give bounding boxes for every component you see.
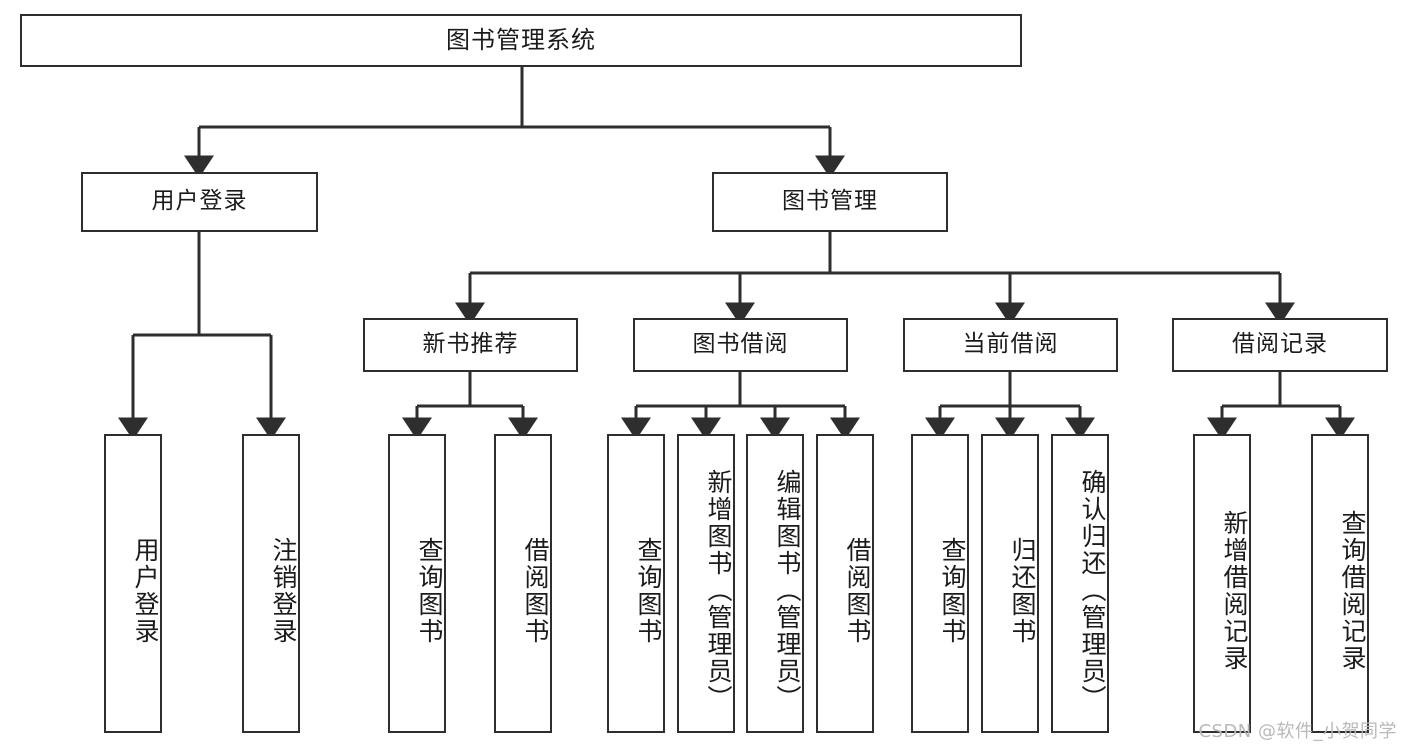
node-book-management[interactable]: 图书管理 xyxy=(712,172,948,232)
node-new-book-recommend[interactable]: 新书推荐 xyxy=(363,318,578,372)
node-book-borrow[interactable]: 图书借阅 xyxy=(633,318,848,372)
leaf-borrow-add-book-admin[interactable]: 新增图书（管理员） xyxy=(677,434,735,733)
leaf-user-login-logout[interactable]: 注销登录 xyxy=(242,434,300,733)
leaf-current-query-books[interactable]: 查询图书 xyxy=(911,434,969,733)
node-current-borrow[interactable]: 当前借阅 xyxy=(903,318,1118,372)
node-user-login[interactable]: 用户登录 xyxy=(81,172,318,232)
leaf-current-return-books[interactable]: 归还图书 xyxy=(981,434,1039,733)
node-root-book-management-system[interactable]: 图书管理系统 xyxy=(20,14,1022,67)
node-borrow-records[interactable]: 借阅记录 xyxy=(1172,318,1388,372)
leaf-new-book-query-books[interactable]: 查询图书 xyxy=(388,434,446,733)
leaf-records-add-record[interactable]: 新增借阅记录 xyxy=(1193,434,1251,733)
leaf-borrow-edit-book-admin[interactable]: 编辑图书（管理员） xyxy=(746,434,804,733)
leaf-borrow-query-books[interactable]: 查询图书 xyxy=(607,434,665,733)
leaf-user-login-login[interactable]: 用户登录 xyxy=(104,434,162,733)
leaf-new-book-borrow-books[interactable]: 借阅图书 xyxy=(494,434,552,733)
watermark-text: CSDN @软件_小贺同学 xyxy=(1198,721,1397,742)
leaf-borrow-borrow-book[interactable]: 借阅图书 xyxy=(816,434,874,733)
leaf-current-confirm-return-admin[interactable]: 确认归还（管理员） xyxy=(1051,434,1109,733)
leaf-records-query-record[interactable]: 查询借阅记录 xyxy=(1311,434,1369,733)
